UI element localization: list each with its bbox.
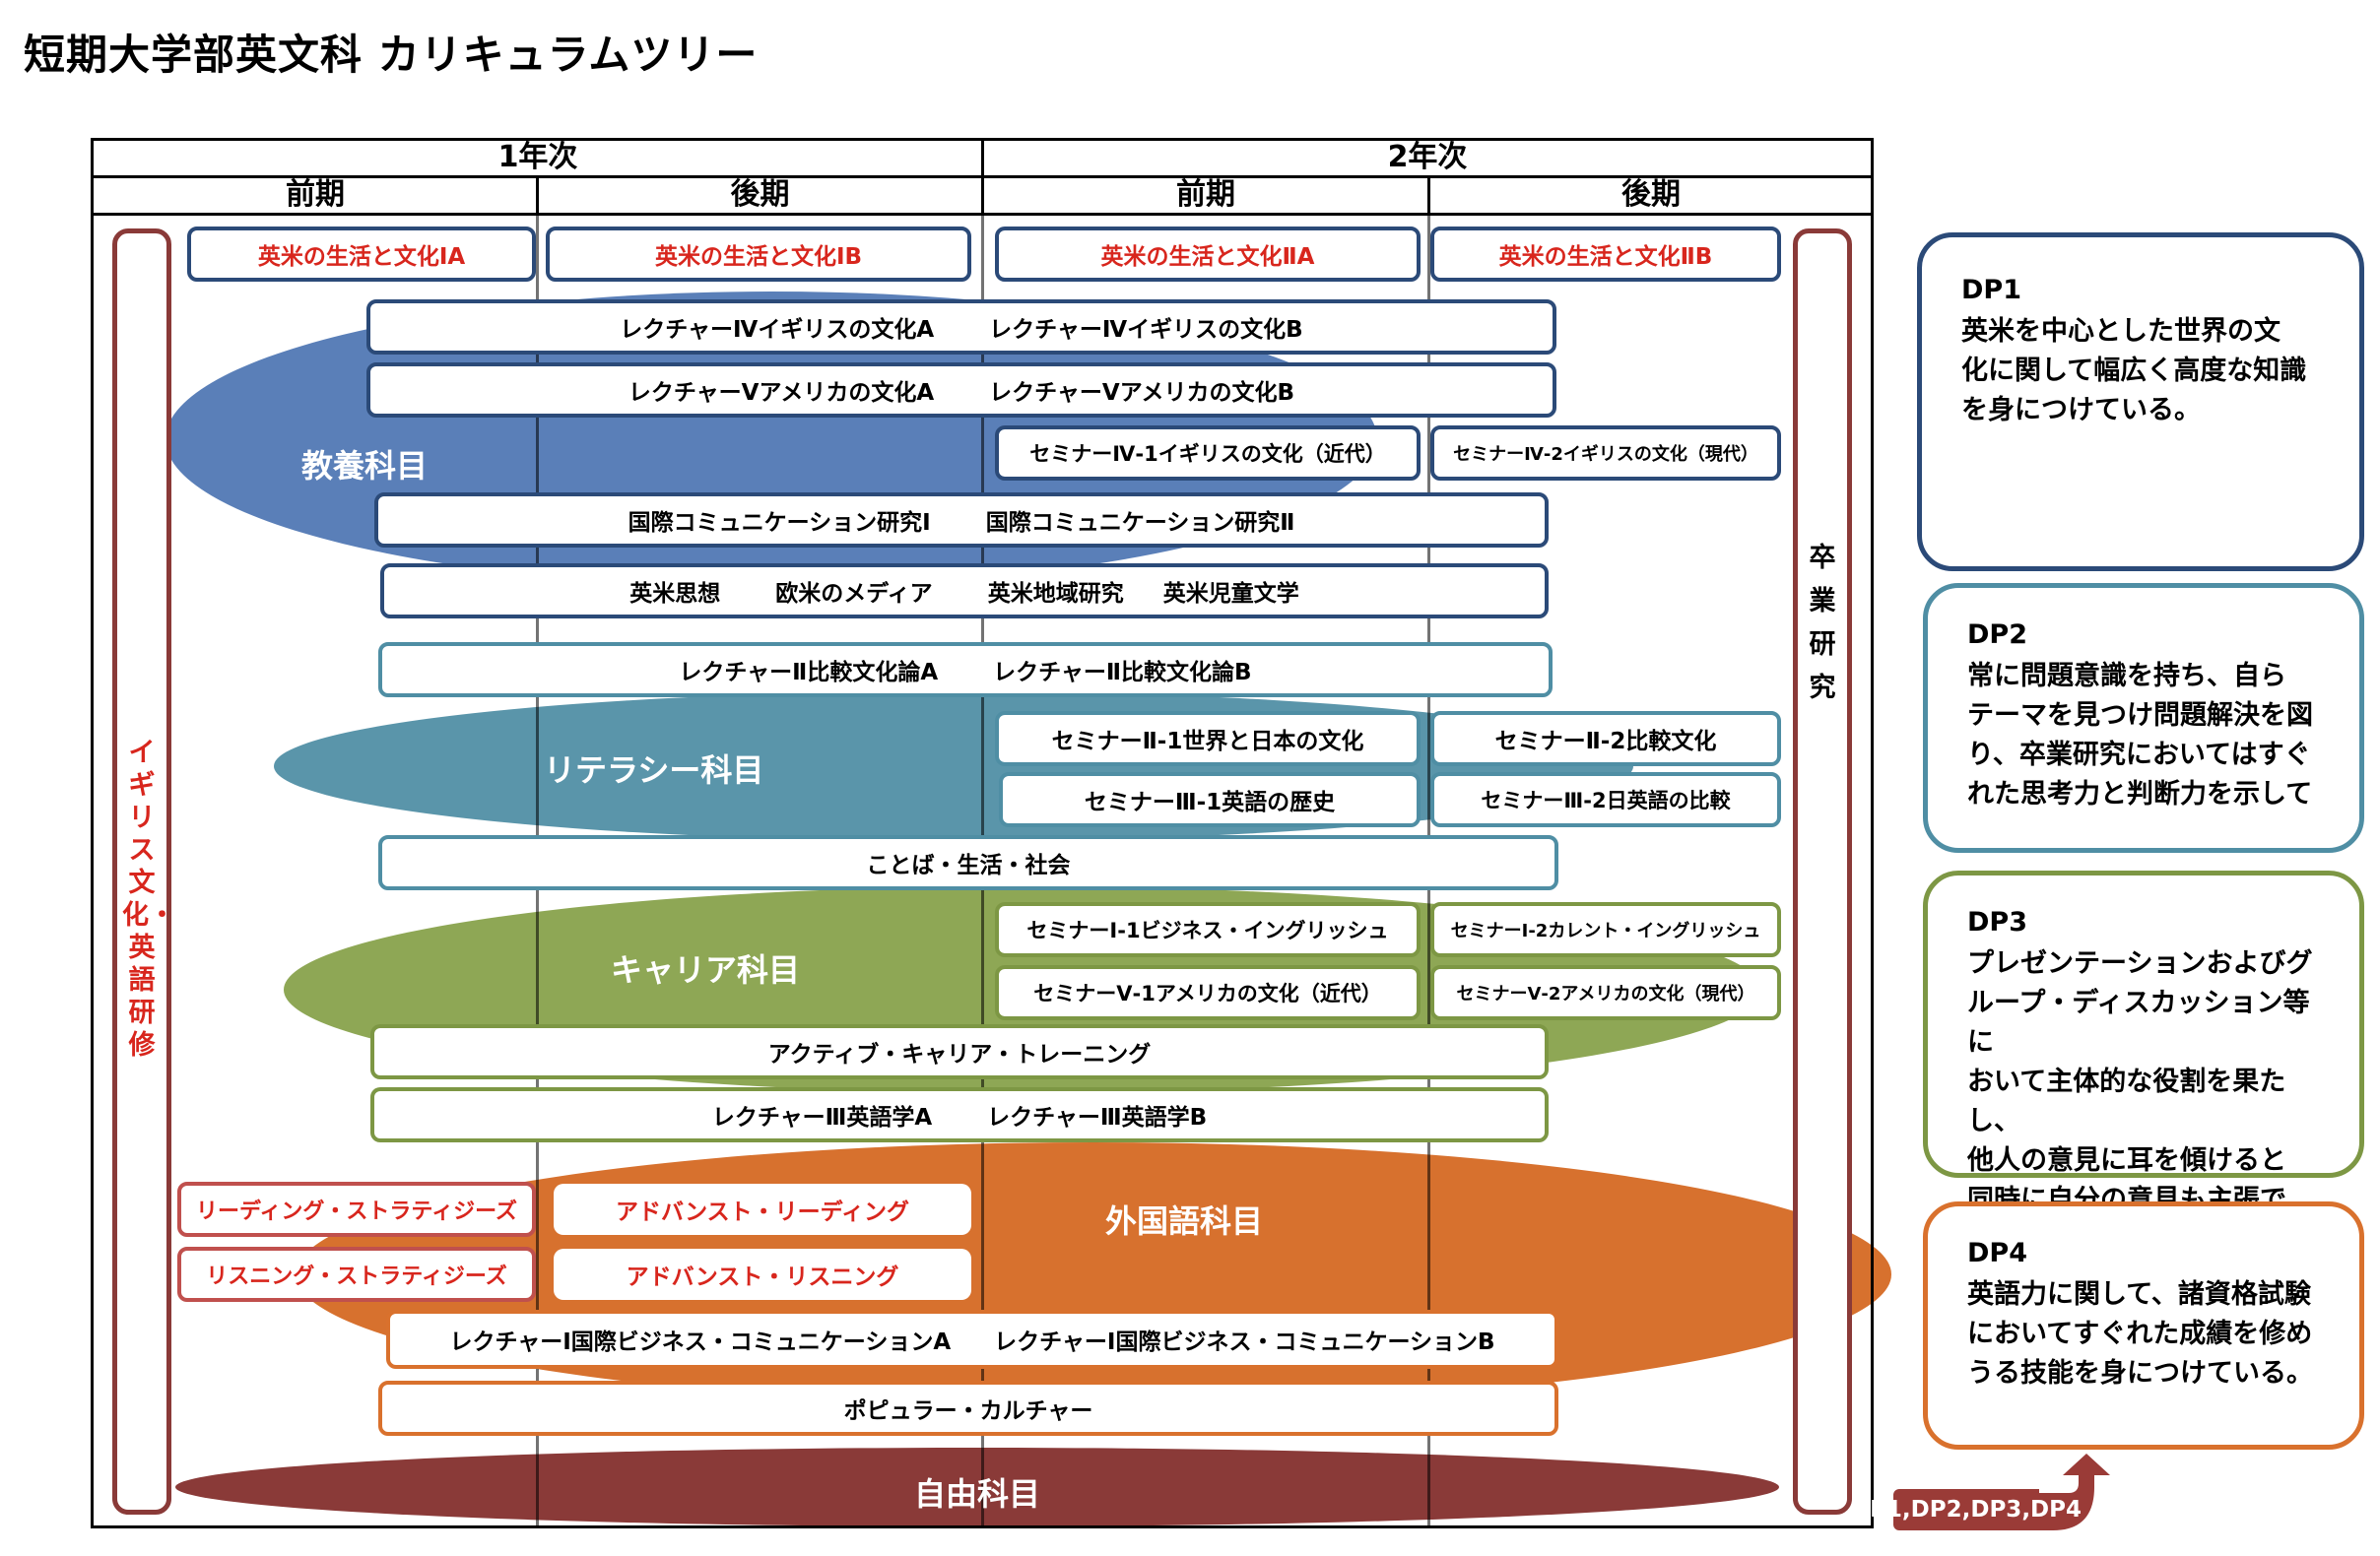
free-ellipse [175, 1448, 1779, 1526]
semester-divider-1 [536, 175, 539, 215]
course-active-career[interactable]: アクティブ・キャリア・トレーニング [370, 1024, 1549, 1079]
course-popular-culture[interactable]: ポピュラー・カルチャー [378, 1381, 1558, 1436]
up-arrow-icon [2029, 1454, 2110, 1530]
dp4-panel: DP4 英語力に関して、諸資格試験 においてすぐれた成績を修め うる技能を身につ… [1923, 1201, 2364, 1450]
course-seminar-3-2[interactable]: セミナーⅢ-2日英語の比較 [1430, 772, 1781, 827]
course-seminar-4-2[interactable]: セミナーⅣ-2イギリスの文化（現代） [1430, 425, 1781, 481]
course-kotoba[interactable]: ことば・生活・社会 [378, 835, 1558, 890]
course-seminar-5-2[interactable]: セミナーⅤ-2アメリカの文化（現代） [1430, 965, 1781, 1020]
header-year2: 2年次 [1387, 140, 1468, 174]
dp3-panel: DP3 プレゼンテーションおよびグ ループ・ディスカッション等に おいて主体的な… [1923, 871, 2364, 1215]
course-seminar-4-1[interactable]: セミナーⅣ-1イギリスの文化（近代） [995, 425, 1421, 481]
category-label-free: 自由科目 [914, 1475, 1041, 1513]
course-seminar-2-1[interactable]: セミナーⅡ-1世界と日本の文化 [995, 711, 1421, 766]
category-label-career: キャリア科目 [611, 951, 801, 989]
header-semester-4: 後期 [1621, 177, 1681, 212]
category-label-literacy: リテラシー科目 [544, 751, 764, 789]
course-life-2a[interactable]: 英米の生活と文化ⅡA [995, 227, 1421, 282]
side-label-left: イギリス文化・英語研修 [122, 738, 175, 1061]
course-seminar-5-1[interactable]: セミナーⅤ-1アメリカの文化（近代） [995, 965, 1421, 1020]
category-label-kyoyo: 教養科目 [301, 447, 429, 485]
side-label-right: 卒業研究 [1809, 543, 1836, 703]
category-label-foreign: 外国語科目 [1105, 1202, 1264, 1240]
dp2-panel: DP2 常に問題意識を持ち、自ら テーマを見つけ問題解決を図 り、卒業研究におい… [1923, 583, 2364, 853]
header-year1: 1年次 [497, 140, 578, 174]
course-seminar-3-1[interactable]: セミナーⅢ-1英語の歴史 [999, 772, 1421, 827]
header-semester-1: 前期 [286, 177, 345, 212]
course-reading-strategies[interactable]: リーディング・ストラティジーズ [177, 1182, 536, 1237]
course-seminar-1-2[interactable]: セミナーⅠ-2カレント・イングリッシュ [1430, 902, 1781, 957]
course-life-2b[interactable]: 英米の生活と文化ⅡB [1430, 227, 1781, 282]
course-listening-strategies[interactable]: リスニング・ストラティジーズ [177, 1247, 536, 1302]
dp1-panel: DP1 英米を中心とした世界の文 化に関して幅広く高度な知識 を身につけている。 [1917, 232, 2364, 571]
course-adv-listening[interactable]: アドバンスト・リスニング [554, 1249, 971, 1300]
course-life-1b[interactable]: 英米の生活と文化ⅠB [546, 227, 971, 282]
header-semester-2: 後期 [730, 177, 790, 212]
course-seminar-2-2[interactable]: セミナーⅡ-2比較文化 [1430, 711, 1781, 766]
side-bar-right [1793, 228, 1852, 1515]
course-adv-reading[interactable]: アドバンスト・リーディング [554, 1184, 971, 1235]
semester-divider-3 [1427, 175, 1430, 215]
course-eibei-group[interactable]: 英米思想欧米のメディア英米地域研究英米児童文学 [380, 563, 1549, 618]
page-title: 短期大学部英文科 カリキュラムツリー [24, 31, 759, 79]
year-divider [981, 138, 984, 215]
header-semester-3: 前期 [1176, 177, 1235, 212]
side-bar-left [112, 228, 171, 1515]
course-life-1a[interactable]: 英米の生活と文化ⅠA [187, 227, 536, 282]
course-seminar-1-1[interactable]: セミナーⅠ-1ビジネス・イングリッシュ [995, 902, 1421, 957]
dp-footer-label: DP1,DP2,DP3,DP4 [1851, 1489, 2082, 1530]
